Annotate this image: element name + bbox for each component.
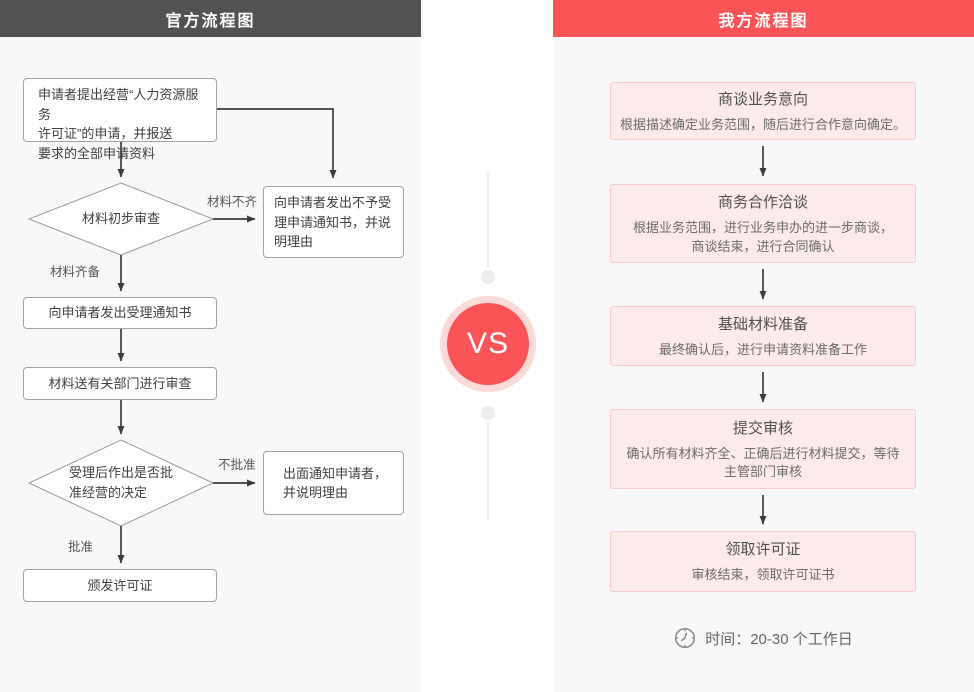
- vs-divider: [481, 173, 495, 520]
- step-title: 提交审核: [732, 419, 793, 437]
- flow-label-not-approved: 不批准: [218, 458, 256, 472]
- flow-diamond-initial-review-label: 材料初步审查: [81, 210, 160, 226]
- step-title: 基础材料准备: [717, 315, 808, 333]
- flow-box-dept-review: 材料送有关部门进行审查: [23, 367, 217, 400]
- step-desc: 根据描述确定业务范围，随后进行合作意向确定。: [619, 116, 906, 132]
- step-card-cooperation-talks: 商务合作洽谈 根据业务范围，进行业务申办的进一步商谈， 商谈结束，进行合同确认: [610, 184, 916, 263]
- flow-box-accept-notice: 向申请者发出受理通知书: [23, 297, 217, 329]
- step-card-material-preparation: 基础材料准备 最终确认后，进行申请资料准备工作: [610, 306, 916, 366]
- flow-diamond-decision-label: 受理后作出是否批 准经营的决定: [68, 464, 173, 500]
- our-flow-title: 我方流程图: [718, 12, 809, 30]
- step-title: 领取许可证: [725, 541, 801, 559]
- vs-badge: VS: [440, 296, 536, 392]
- flow-box-not-accept-notice: 向申请者发出不予受 理申请通知书，并说 明理由: [263, 186, 404, 258]
- official-flow-title: 官方流程图: [165, 12, 256, 30]
- flow-box-issue-license: 颁发许可证: [23, 569, 217, 602]
- step-card-get-license: 领取许可证 审核结束，领取许可证书: [610, 531, 916, 592]
- duration-text: 时间：20-30 个工作日: [705, 630, 853, 648]
- flow-label-materials-incomplete: 材料不齐: [207, 195, 258, 209]
- step-desc: 确认所有材料齐全、正确后进行材料提交，等待 主管部门审核: [626, 445, 900, 479]
- flow-label-approved: 批准: [68, 540, 94, 554]
- our-flow-header: 我方流程图: [553, 0, 974, 37]
- vs-badge-inner: VS: [447, 303, 529, 385]
- decision-diamonds: [27, 182, 215, 527]
- our-flow-panel: 我方流程图 商谈业务意向 根据描述确定业务范围，随后进行合作意向确定。 商务合作…: [553, 0, 974, 692]
- step-card-business-intent: 商谈业务意向 根据描述确定业务范围，随后进行合作意向确定。: [610, 82, 916, 140]
- step-desc: 最终确认后，进行申请资料准备工作: [658, 341, 867, 357]
- official-flow-panel: 官方流程图 申请者提出经营“人力资源服务 许可证”的申请，并报送 要求的全部申请…: [0, 0, 421, 692]
- step-card-submit-review: 提交审核 确认所有材料齐全、正确后进行材料提交，等待 主管部门审核: [610, 409, 916, 489]
- vs-label: VS: [466, 327, 510, 360]
- step-title: 商务合作洽谈: [717, 194, 808, 212]
- official-flow-header: 官方流程图: [0, 0, 421, 37]
- duration-note: 时间：20-30 个工作日: [553, 626, 974, 650]
- flow-label-materials-complete: 材料齐备: [50, 265, 101, 279]
- step-title: 商谈业务意向: [717, 90, 808, 108]
- flow-box-apply: 申请者提出经营“人力资源服务 许可证”的申请，并报送 要求的全部申请资料: [23, 78, 217, 161]
- flow-box-notify-applicant: 出面通知申请者， 并说明理由: [263, 451, 404, 515]
- step-desc: 审核结束，领取许可证书: [691, 567, 835, 583]
- clock-icon: [675, 627, 696, 649]
- step-desc: 根据业务范围，进行业务申办的进一步商谈， 商谈结束，进行合同确认: [632, 220, 893, 254]
- official-flow-arrows: [117, 108, 337, 564]
